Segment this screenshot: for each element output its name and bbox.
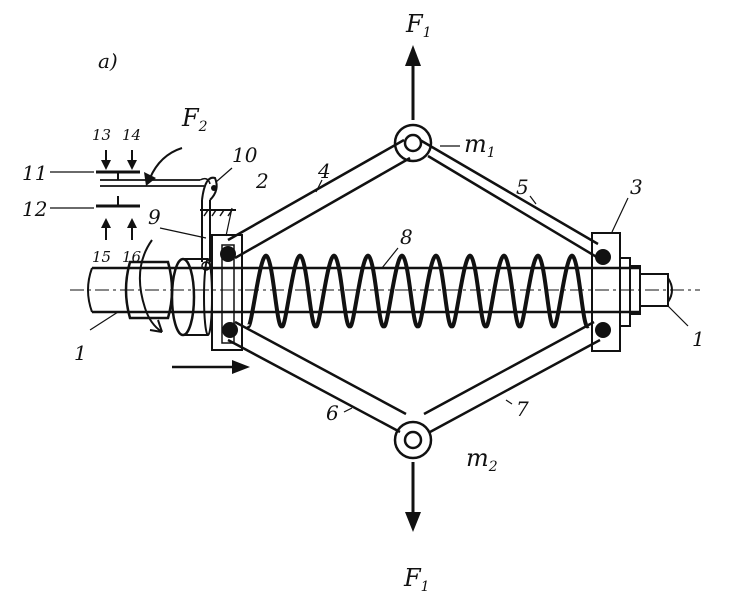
part-label-6: 6 [326, 401, 339, 425]
part-label-11: 11 [22, 161, 47, 185]
part-label-7: 7 [516, 397, 529, 421]
lever-mechanism [100, 147, 236, 271]
part-label-13: 13 [92, 126, 111, 144]
left-collar [211, 234, 243, 351]
part-label-10: 10 [232, 143, 258, 167]
mass-label-top: m1 [464, 130, 496, 161]
force-label-bottom: F1 [403, 564, 430, 595]
part-label-4: 4 [317, 159, 331, 183]
part-label-12: 12 [22, 197, 47, 221]
link-upper-right [419, 138, 606, 264]
right-collar [591, 232, 631, 352]
contacts [50, 150, 140, 240]
spring [246, 253, 590, 329]
part-label-14: 14 [122, 126, 141, 144]
force-label-lever: F2 [181, 104, 208, 135]
force-arrow-bottom [405, 462, 421, 532]
leader-lines [89, 145, 689, 413]
mass-top [393, 123, 433, 163]
mass-label-bottom: m2 [466, 444, 498, 475]
mass-bottom [393, 420, 433, 460]
pivot-joints [220, 246, 611, 338]
part-label-1-right: 1 [692, 327, 705, 351]
force-label-top: F1 [405, 10, 432, 41]
part-label-9: 9 [148, 205, 161, 229]
part-label-8: 8 [400, 225, 413, 249]
part-label-5: 5 [516, 175, 529, 199]
link-upper-left [227, 138, 411, 260]
link-lower-right [423, 320, 601, 434]
axial-motion-arrow [172, 360, 250, 374]
link-lower-left [227, 320, 407, 434]
part-label-15: 15 [92, 248, 111, 266]
panel-label: a) [98, 49, 118, 73]
part-label-16: 16 [122, 248, 142, 266]
part-label-3: 3 [630, 175, 643, 199]
links [227, 138, 606, 434]
force-arrow-top [405, 45, 421, 120]
part-label-2: 2 [255, 169, 269, 193]
part-label-1-left: 1 [74, 341, 87, 365]
